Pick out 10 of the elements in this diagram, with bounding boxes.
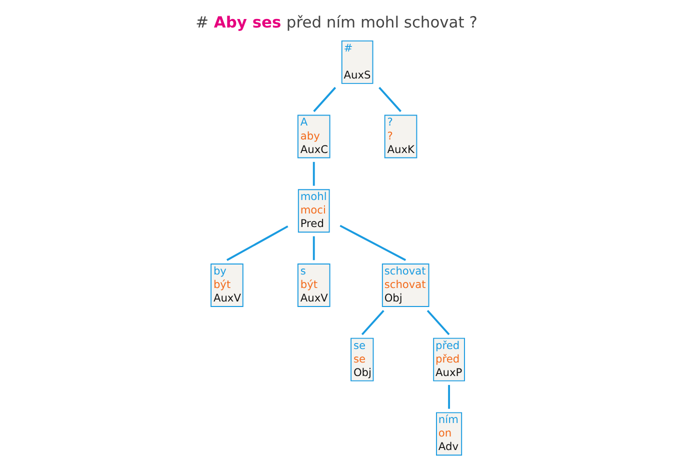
connector <box>312 236 314 260</box>
connector <box>226 225 288 261</box>
connector <box>448 384 450 409</box>
connector <box>360 310 384 336</box>
connector <box>426 310 450 336</box>
connector <box>339 224 406 261</box>
connector <box>312 86 336 112</box>
diagram-title: # Aby ses před ním mohl schovat ? <box>195 13 477 32</box>
connector <box>312 162 314 186</box>
connector <box>378 86 401 112</box>
